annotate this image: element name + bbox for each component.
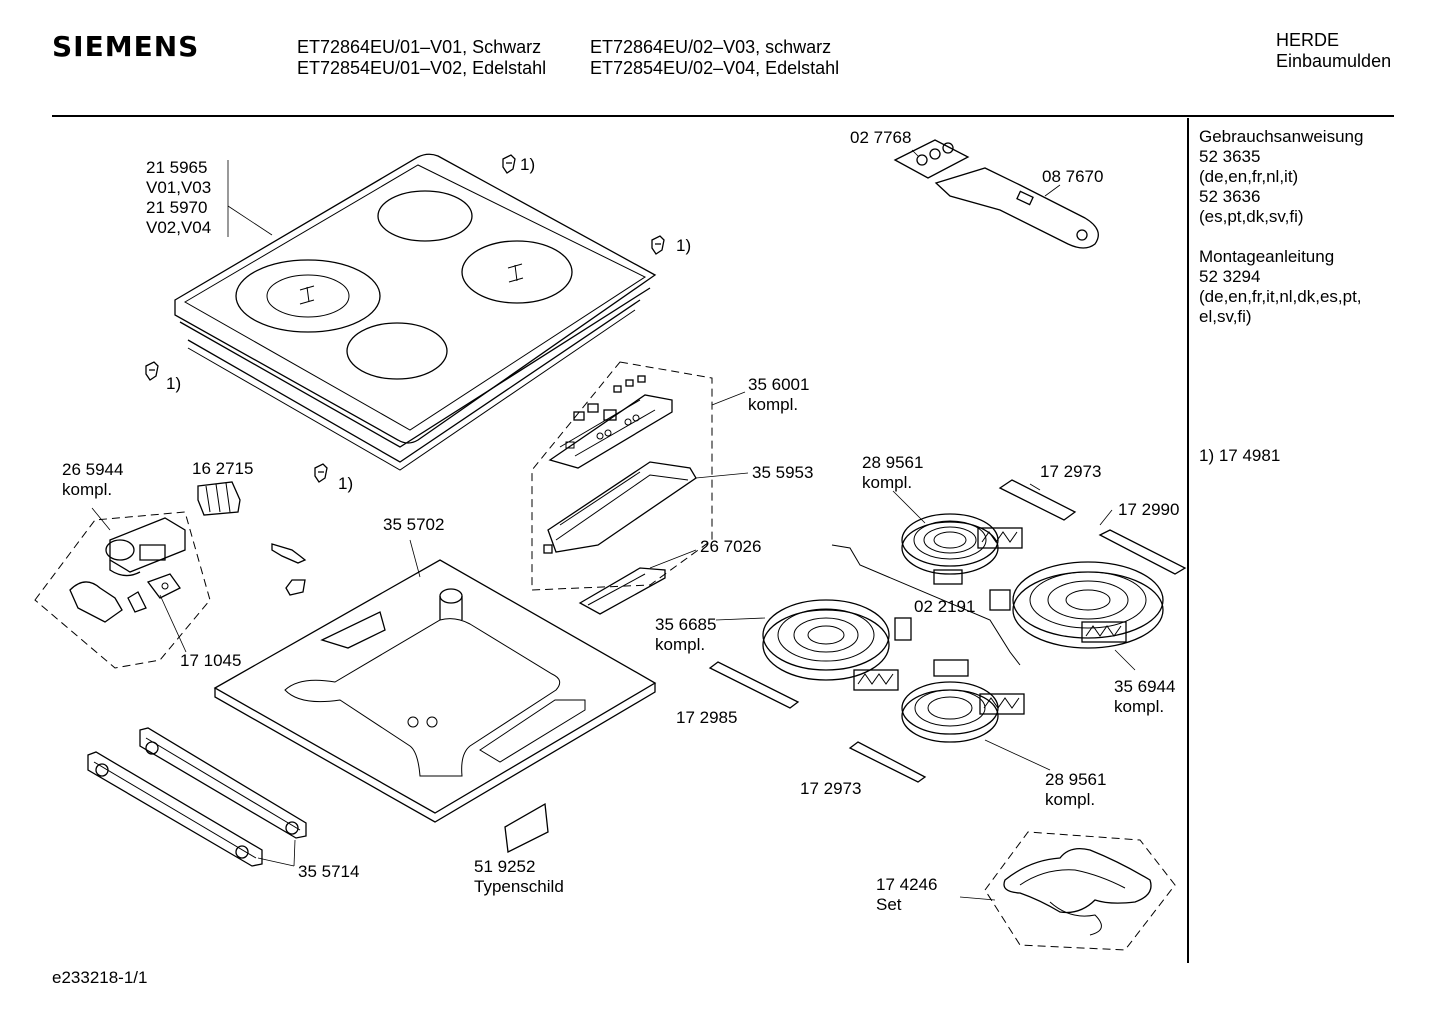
part-number: 08 7670	[1042, 167, 1104, 186]
part-number: 17 2985	[676, 708, 738, 727]
manual-languages: (es,pt,dk,sv,fi)	[1199, 207, 1304, 226]
kompl-label: kompl.	[62, 480, 113, 499]
connector-part	[197, 481, 241, 516]
install-number: 52 3294	[1199, 267, 1261, 286]
part-number: 26 7026	[700, 537, 762, 556]
board-tray-part	[543, 461, 697, 554]
part-number: 35 6685	[655, 615, 717, 634]
heating-element-top	[901, 513, 1023, 585]
footnote-marker: 1)	[676, 236, 692, 255]
kompl-label: kompl.	[1114, 697, 1165, 716]
part-number: 02 7768	[850, 128, 912, 147]
type-plate-part	[504, 802, 549, 853]
base-housing-part	[213, 559, 657, 823]
part-number: 17 1045	[180, 651, 242, 670]
model-line: ET72864EU/02–V03, schwarz	[590, 37, 832, 57]
part-number: 35 6944	[1114, 677, 1176, 696]
install-languages: el,sv,fi)	[1199, 307, 1252, 326]
part-number: 17 2990	[1118, 500, 1180, 519]
part-number: 51 9252	[474, 857, 536, 876]
part-label-group: 21 5965 V01,V03 21 5970 V02,V04	[146, 158, 211, 238]
part-number: 26 5944	[62, 460, 124, 479]
part-number: 17 4246	[876, 875, 938, 894]
footnote-label: 1) 17 4981	[1199, 446, 1281, 465]
terminal-block-outline	[34, 511, 211, 669]
category-line: Einbaumulden	[1276, 51, 1392, 71]
part-label-group: 26 5944 kompl.	[62, 460, 123, 500]
model-line: ET72864EU/01–V01, Schwarz	[297, 37, 542, 57]
clip-part	[314, 463, 328, 483]
part-number: 21 5965	[146, 158, 208, 177]
sensor-bracket-part	[708, 479, 1187, 783]
part-number: 35 6001	[748, 375, 810, 394]
part-number: 35 5702	[383, 515, 445, 534]
small-clip-part	[271, 543, 307, 596]
set-label: Set	[876, 895, 902, 914]
wiring-set-outline	[984, 831, 1176, 951]
part-label-group: 28 9561 kompl.	[862, 453, 923, 493]
part-label-group: 51 9252 Typenschild	[474, 857, 564, 897]
variant-label: V01,V03	[146, 178, 212, 197]
part-number: 28 9561	[1045, 770, 1107, 789]
part-number: 02 2191	[914, 597, 976, 616]
documentation-sidebar: Gebrauchsanweisung 52 3635 (de,en,fr,nl,…	[1199, 127, 1363, 327]
model-list-col1: ET72864EU/01–V01, Schwarz ET72854EU/01–V…	[297, 37, 546, 79]
model-line: ET72854EU/02–V04, Edelstahl	[590, 58, 840, 78]
part-label-group: 17 4246 Set	[876, 875, 937, 915]
terminal-block-part	[69, 517, 186, 623]
footnote-marker: 1)	[338, 474, 354, 493]
mounting-rail-part	[87, 727, 307, 867]
kompl-label: kompl.	[655, 635, 706, 654]
document-id: e233218-1/1	[52, 968, 148, 987]
footnote-marker: 1)	[520, 155, 536, 174]
install-languages: (de,en,fr,it,nl,dk,es,pt,	[1199, 287, 1362, 306]
part-label-group: 35 6001 kompl.	[748, 375, 809, 415]
heating-element-right	[989, 561, 1164, 649]
bracket-part	[578, 567, 666, 615]
part-label-group: 35 6944 kompl.	[1114, 677, 1175, 717]
scraper-part	[893, 139, 1099, 249]
part-number: 28 9561	[862, 453, 924, 472]
manual-number: 52 3635	[1199, 147, 1261, 166]
wiring-set-part	[1003, 847, 1152, 936]
part-number: 35 5714	[298, 862, 360, 881]
model-list-col2: ET72864EU/02–V03, schwarz ET72854EU/02–V…	[590, 37, 839, 79]
manual-number: 52 3636	[1199, 187, 1261, 206]
part-label-group: 28 9561 kompl.	[1045, 770, 1106, 810]
category-line: HERDE	[1276, 30, 1340, 50]
heating-element-left	[762, 599, 912, 691]
part-number: 35 5953	[752, 463, 814, 482]
control-unit-outline	[531, 361, 713, 591]
manual-title: Gebrauchsanweisung	[1199, 127, 1364, 146]
variant-label: V02,V04	[146, 218, 212, 237]
kompl-label: kompl.	[862, 473, 913, 492]
part-number: 21 5970	[146, 198, 208, 217]
model-line: ET72854EU/01–V02, Edelstahl	[297, 58, 547, 78]
part-number: 17 2973	[1040, 462, 1102, 481]
manual-languages: (de,en,fr,nl,it)	[1199, 167, 1299, 186]
control-board-part	[548, 375, 673, 469]
part-number: 16 2715	[192, 459, 254, 478]
part-number: 17 2973	[800, 779, 862, 798]
brand-logo: SIEMENS	[52, 30, 200, 63]
install-title: Montageanleitung	[1199, 247, 1335, 266]
part-label-group: 35 6685 kompl.	[655, 615, 716, 655]
clip-part	[145, 361, 159, 381]
clip-part	[502, 154, 516, 174]
footnote-marker: 1)	[166, 374, 182, 393]
clip-part	[651, 235, 665, 255]
heating-element-bottom	[901, 659, 1025, 743]
cooktop-glass-part	[174, 153, 657, 471]
type-plate-label: Typenschild	[474, 877, 564, 896]
category-label: HERDE Einbaumulden	[1276, 30, 1391, 72]
kompl-label: kompl.	[748, 395, 799, 414]
kompl-label: kompl.	[1045, 790, 1096, 809]
